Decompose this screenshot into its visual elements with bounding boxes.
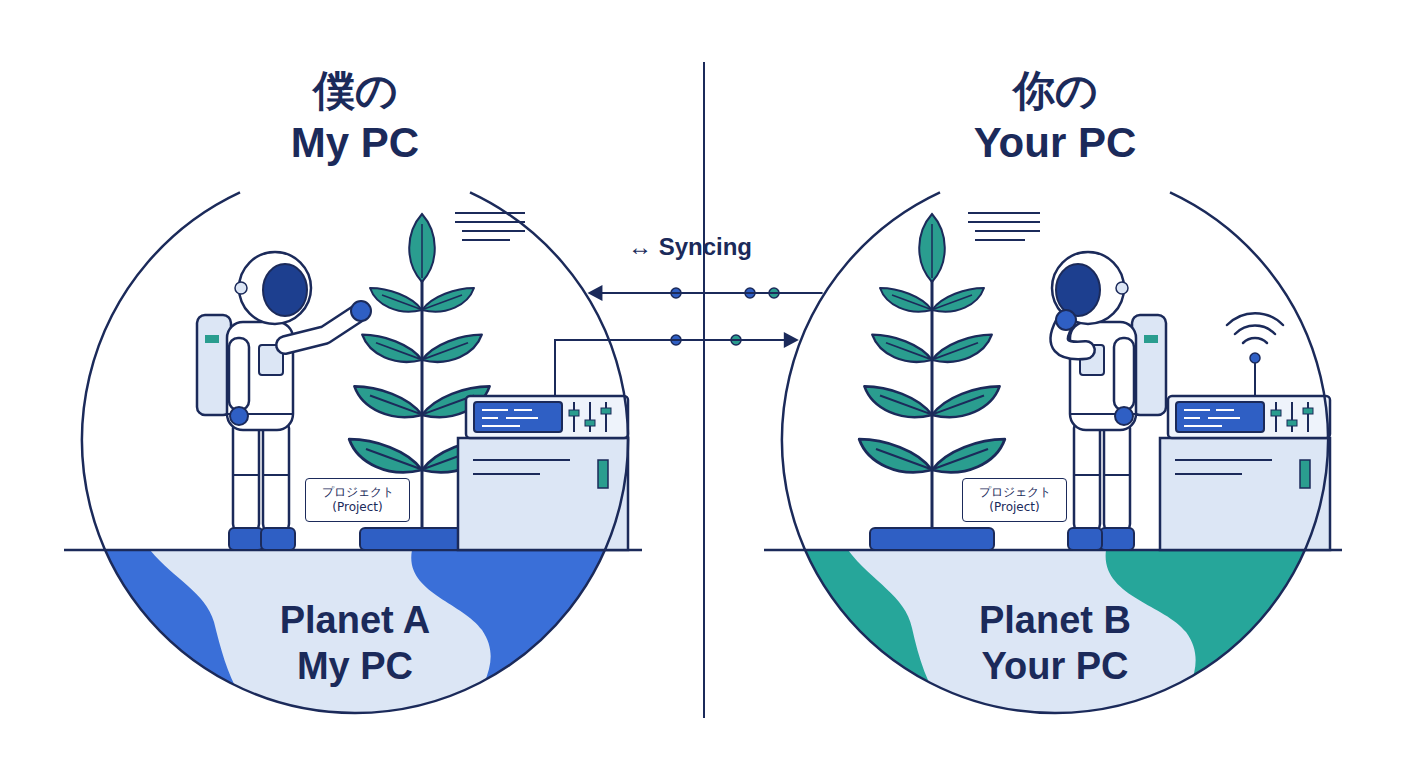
sync-connector	[587, 285, 822, 301]
sync-dots	[671, 288, 779, 345]
sync-dot	[745, 288, 755, 298]
sync-dot	[769, 288, 779, 298]
console-machine	[458, 396, 628, 550]
astronaut-body	[197, 252, 311, 550]
sync-label: ↔ Syncing	[600, 232, 780, 262]
project-tag: プロジェクト (Project)	[305, 478, 410, 522]
deco-line	[968, 212, 1040, 214]
sync-connector	[611, 332, 799, 348]
signal-wire	[555, 340, 614, 400]
right-scene	[859, 213, 1330, 550]
antenna-tip	[1250, 353, 1260, 363]
deco-line	[462, 230, 525, 232]
connector-line	[611, 339, 785, 341]
project-tag: プロジェクト (Project)	[962, 478, 1067, 522]
planet-name: Planet B Your PC	[963, 597, 1148, 689]
antenna	[1254, 362, 1256, 398]
deco-line	[455, 212, 525, 214]
astronaut-glove	[1056, 310, 1076, 330]
wifi-arc	[1227, 313, 1283, 325]
deco-line	[968, 221, 1040, 223]
sync-dot	[671, 288, 681, 298]
console-machine	[1160, 396, 1330, 550]
planet-outline-arc	[82, 192, 628, 713]
tag-text: プロジェクト (Project)	[969, 485, 1061, 515]
arrow-head	[587, 285, 602, 301]
astronaut-arm	[285, 314, 357, 345]
arrow-head	[784, 332, 799, 348]
planet-a-ground	[70, 550, 640, 730]
planet-circle: 你の Your PCPlanet B Your PCプロジェクト (Projec…	[780, 165, 1330, 715]
deco-line	[975, 239, 1025, 241]
wifi-arc	[1243, 338, 1267, 343]
astronaut-body	[1052, 252, 1166, 550]
center-divider	[703, 62, 705, 718]
sync-dot	[671, 335, 681, 345]
planet-circle: 僕の My PCPlanet A My PCプロジェクト (Project)	[80, 165, 630, 715]
connector-line	[601, 292, 822, 294]
sync-dot	[731, 335, 741, 345]
pc-heading: 你の Your PC	[966, 65, 1144, 169]
tag-text: プロジェクト (Project)	[312, 485, 404, 515]
deco-line	[455, 221, 525, 223]
planet-outline-arc	[782, 192, 1328, 713]
deco-line	[975, 230, 1040, 232]
wifi-arc	[1235, 326, 1275, 334]
planet-b-ground	[770, 550, 1340, 730]
planet-name: Planet A My PC	[263, 597, 448, 689]
astronaut	[1052, 252, 1166, 550]
astronaut-arm	[285, 314, 357, 345]
ocean-shape	[770, 550, 956, 725]
pc-heading: 僕の My PC	[285, 65, 425, 169]
deco-line	[462, 239, 510, 241]
astronaut-glove	[351, 301, 371, 321]
